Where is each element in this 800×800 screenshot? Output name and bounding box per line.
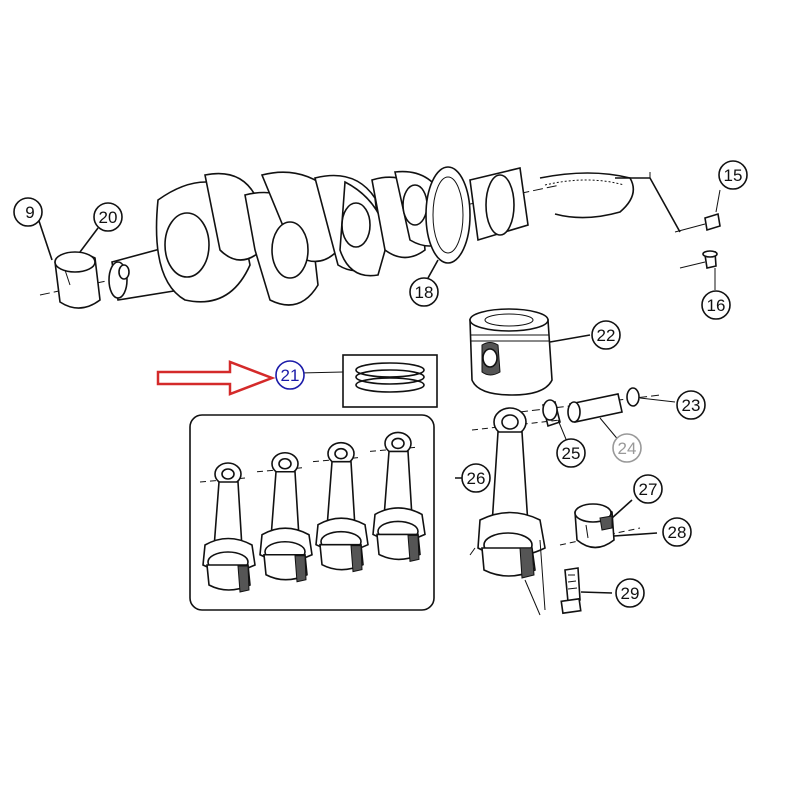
- connecting-rod-2: [256, 451, 313, 583]
- svg-text:28: 28: [668, 523, 687, 542]
- svg-text:26: 26: [467, 469, 486, 488]
- connecting-rod-3: [312, 441, 369, 573]
- callout-27: 27: [633, 474, 663, 504]
- svg-text:23: 23: [682, 396, 701, 415]
- crankshaft: [39, 166, 681, 306]
- callout-16: 16: [701, 290, 731, 320]
- svg-text:27: 27: [639, 480, 658, 499]
- callout-9: 9: [13, 197, 43, 227]
- connecting-rod-4: [369, 431, 426, 563]
- callout-20: 20: [79, 202, 123, 253]
- connecting-rod-set: [189, 414, 435, 611]
- callout-25: 25: [556, 438, 586, 468]
- piston: [469, 308, 591, 396]
- svg-text:29: 29: [621, 584, 640, 603]
- svg-text:9: 9: [25, 203, 34, 222]
- rod-bearing-shell: [559, 499, 658, 549]
- callout-29: 29: [615, 578, 645, 608]
- connecting-rod: [455, 407, 561, 616]
- highlight-arrow: [156, 360, 276, 396]
- svg-text:15: 15: [724, 166, 743, 185]
- svg-text:20: 20: [99, 208, 118, 227]
- bolts-15-16: [674, 189, 721, 290]
- callout-15: 15: [718, 160, 748, 190]
- svg-text:21: 21: [281, 366, 300, 385]
- piston-rings-set: [299, 354, 438, 408]
- callout-18: 18: [409, 259, 439, 307]
- callout-26: 26: [461, 463, 491, 493]
- callout-24: 24: [612, 433, 642, 463]
- svg-text:22: 22: [597, 326, 616, 345]
- svg-text:16: 16: [707, 296, 726, 315]
- svg-text:24: 24: [618, 439, 637, 458]
- callout-21: 21: [275, 360, 305, 390]
- svg-text:18: 18: [415, 283, 434, 302]
- piston-pin-assembly: [519, 387, 676, 445]
- svg-text:25: 25: [562, 444, 581, 463]
- callout-23: 23: [676, 390, 706, 420]
- main-bearing-shell-left: [37, 217, 101, 309]
- rod-bolt: [560, 567, 613, 615]
- callout-28: 28: [662, 517, 692, 547]
- connecting-rod-1: [199, 462, 256, 593]
- callout-22: 22: [591, 320, 621, 350]
